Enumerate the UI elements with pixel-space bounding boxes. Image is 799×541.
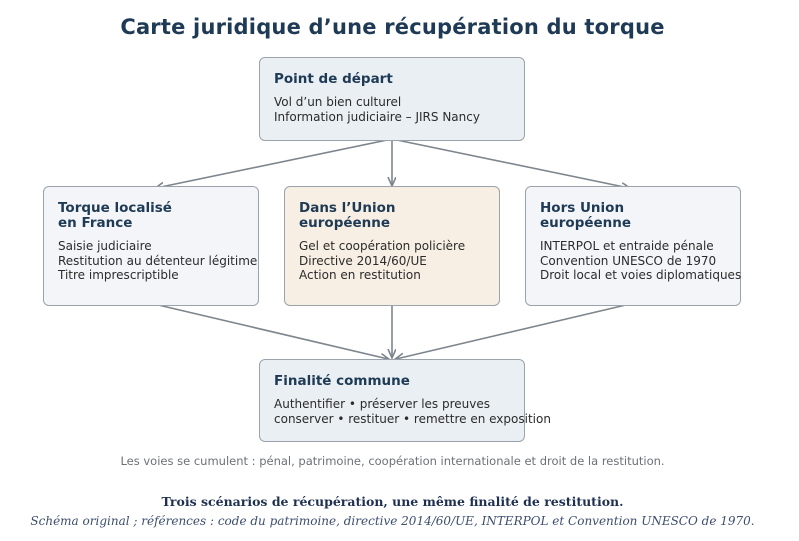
- box-final: Finalité commune Authentifier • préserve…: [259, 359, 551, 442]
- box-outside-eu-title: Hors Union européenne: [540, 200, 632, 231]
- caption-title: Trois scénarios de récupération, une mêm…: [161, 494, 624, 509]
- box-france-line: Restitution au détenteur légitime: [58, 253, 258, 268]
- box-final-title: Finalité commune: [274, 373, 410, 389]
- box-start-title: Point de départ: [274, 71, 393, 87]
- box-eu-line: Gel et coopération policière: [299, 239, 466, 253]
- box-france-line: Saisie judiciaire: [58, 239, 152, 253]
- box-outside-eu-line: Droit local et voies diplomatiques: [540, 268, 742, 282]
- box-outside-eu: Hors Union européenne INTERPOL et entrai…: [525, 186, 741, 306]
- box-eu-line: Directive 2014/60/UE: [299, 253, 427, 268]
- box-start: Point de départ Vol d’un bien culturel I…: [259, 57, 525, 141]
- box-france-title: Torque localisé en France: [58, 200, 172, 231]
- box-start-line: Information judiciaire – JIRS Nancy: [274, 109, 480, 124]
- arrow-outside-to-final: [396, 303, 631, 359]
- box-final-line: conserver • restituer • remettre en expo…: [274, 411, 551, 426]
- box-outside-eu-line: INTERPOL et entraide pénale: [540, 239, 714, 253]
- arrow-start-to-outside: [391, 138, 629, 188]
- arrow-france-to-final: [153, 303, 388, 359]
- box-eu: Dans l’Union européenne Gel et coopérati…: [284, 186, 500, 306]
- box-eu-title: Dans l’Union européenne: [299, 200, 396, 231]
- footnote: Les voies se cumulent : pénal, patrimoin…: [120, 454, 665, 468]
- caption-references: Schéma original ; références : code du p…: [30, 514, 755, 528]
- box-france: Torque localisé en France Saisie judicia…: [43, 186, 259, 306]
- box-france-line: Titre imprescriptible: [58, 268, 179, 282]
- arrow-start-to-france: [156, 138, 393, 188]
- diagram-title: Carte juridique d’une récupération du to…: [120, 15, 665, 39]
- box-eu-line: Action en restitution: [299, 268, 421, 282]
- box-outside-eu-line: Convention UNESCO de 1970: [540, 253, 717, 268]
- box-final-line: Authentifier • préserver les preuves: [274, 397, 490, 411]
- box-start-line: Vol d’un bien culturel: [274, 95, 402, 109]
